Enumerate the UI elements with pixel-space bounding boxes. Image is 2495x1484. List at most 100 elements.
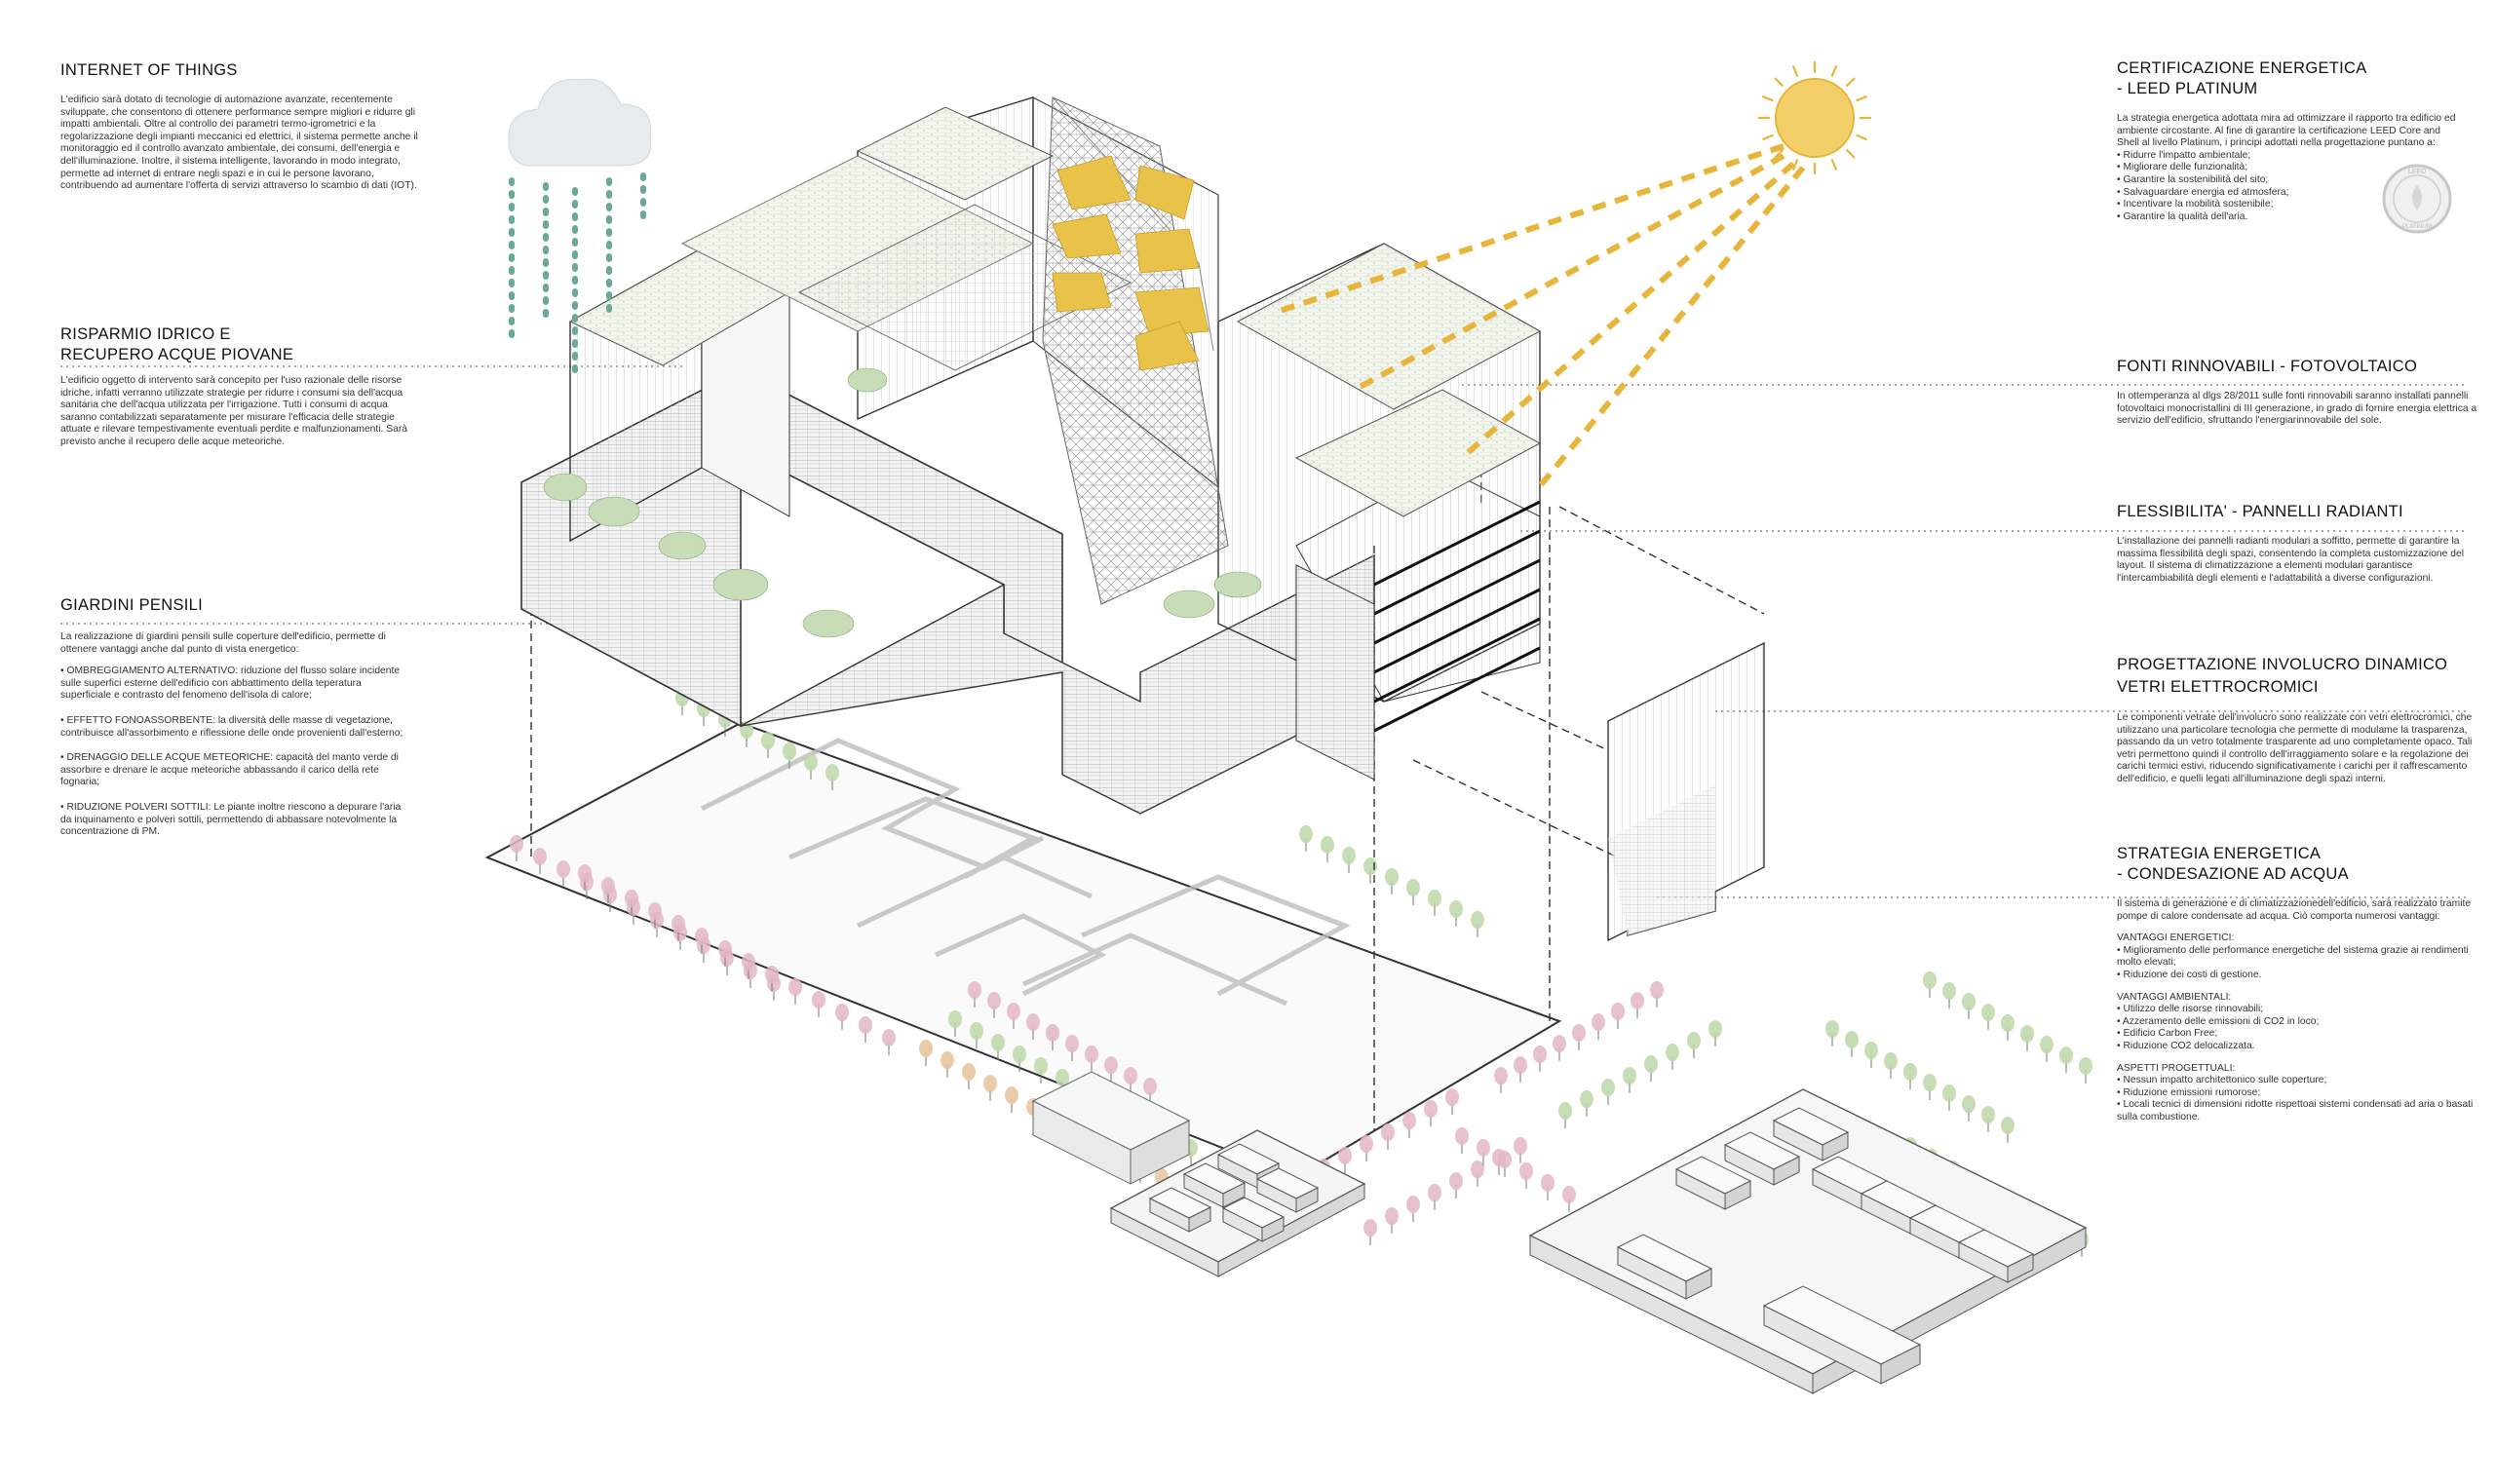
ground-plan: [484, 721, 1562, 1179]
title-line: PROGETTAZIONE INVOLUCRO DINAMICO: [2117, 656, 2448, 673]
tree: [1338, 1147, 1352, 1173]
list-item: Azzeramento delle emissioni di CO2 in lo…: [2117, 1016, 2487, 1029]
rooftop-garden: [543, 367, 1262, 638]
tree: [1085, 1046, 1098, 1072]
tree: [1034, 1057, 1048, 1084]
sun-ray: [1856, 95, 1868, 102]
tree: [1321, 836, 1334, 862]
tree: [578, 864, 592, 891]
section-text: La strategia energetica adottata mira ad…: [2117, 113, 2456, 149]
section-text: La realizzazione di giardini pensili sul…: [60, 631, 386, 655]
tree: [1923, 1074, 1937, 1100]
tree: [783, 742, 796, 769]
list-item: Incentivare la mobilità sostenibile;: [2117, 199, 2487, 211]
tree: [1026, 1013, 1040, 1040]
section-text: L'edificio sarà dotato di tecnologie di …: [60, 95, 418, 192]
subheading: ASPETTI PROGETTUALI:: [2117, 1062, 2236, 1074]
tree: [2001, 1117, 2015, 1143]
title-line: RISPARMIO IDRICO E: [60, 325, 231, 343]
tree: [2059, 1046, 2073, 1073]
tree: [1363, 857, 1377, 884]
tree: [1825, 1020, 1839, 1046]
tree: [1580, 1090, 1593, 1117]
hvac-unit: [1674, 1156, 1752, 1210]
list-item: Miglioramento delle performance energeti…: [2117, 945, 2487, 970]
tree: [1514, 1137, 1527, 1163]
sun: [1276, 61, 1871, 494]
tree: [1845, 1031, 1859, 1057]
tree: [987, 992, 1001, 1018]
section-text: L'installazione dei pannelli radianti mo…: [2117, 536, 2464, 584]
list-item: Riduzione emissioni rumorose;: [2117, 1087, 2487, 1100]
tree: [533, 848, 547, 874]
tree: [1687, 1032, 1701, 1058]
tree: [2020, 1025, 2034, 1051]
tree: [1558, 1102, 1572, 1128]
title-line: - CONDESAZIONE AD ACQUA: [2117, 865, 2349, 883]
tree: [1428, 890, 1441, 916]
tree: [962, 1063, 976, 1089]
sun-ray: [1774, 77, 1785, 88]
list-item: Nessun impatto architettonico sulle cope…: [2117, 1075, 2487, 1087]
garden-benefit: • EFFETTO FONOASSORBENTE: la diversità d…: [60, 714, 403, 739]
design-aspects: Nessun impatto architettonico sulle cope…: [2117, 1075, 2487, 1123]
tree: [1592, 1013, 1605, 1040]
tree: [1708, 1020, 1722, 1046]
section-title: FLESSIBILITA' - PANNELLI RADIANTI: [2117, 503, 2403, 520]
subheading: VANTAGGI AMBIENTALI:: [2117, 991, 2232, 1003]
subheading: VANTAGGI ENERGETICI:: [2117, 932, 2235, 944]
tree: [1962, 993, 1976, 1019]
section-flex: FLESSIBILITA' - PANNELLI RADIANTI L'inst…: [2117, 502, 2487, 594]
tree: [1471, 911, 1484, 937]
tree: [1666, 1044, 1679, 1070]
section-pv: FONTI RINNOVABILI - FOTOVOLTAICO In otte…: [2117, 357, 2487, 438]
sun-ray: [1856, 133, 1868, 141]
sun-ray: [1791, 159, 1799, 171]
tree: [1962, 1095, 1976, 1122]
hvac-unit: [1221, 1197, 1286, 1242]
title-line: CERTIFICAZIONE ENERGETICA: [2117, 59, 2367, 77]
section-title: STRATEGIA ENERGETICA - CONDESAZIONE AD A…: [2117, 844, 2487, 885]
tree: [1514, 1056, 1527, 1083]
tree: [1299, 825, 1313, 852]
garden-benefit: • RIDUZIONE POLVERI SOTTILI: Le piante i…: [60, 801, 402, 838]
tree: [1498, 1151, 1512, 1177]
tree: [804, 753, 818, 780]
tree: [1385, 868, 1399, 894]
main-building: [520, 96, 1542, 815]
section-water: RISPARMIO IDRICO E RECUPERO ACQUE PIOVAN…: [60, 324, 431, 459]
tree: [1046, 1024, 1059, 1050]
tree: [970, 1022, 983, 1048]
section-envelope: PROGETTAZIONE INVOLUCRO DINAMICO VETRI E…: [2117, 654, 2487, 796]
tree: [1406, 879, 1420, 905]
list-item: Salvaguardare energia ed atmosfera;: [2117, 187, 2487, 200]
sun-ray: [1845, 77, 1856, 88]
hvac-unit: [1148, 1187, 1212, 1233]
tree: [1424, 1100, 1438, 1126]
hvac-unit: [1182, 1162, 1247, 1208]
tree: [948, 1010, 962, 1037]
tree: [1402, 1112, 1416, 1138]
tree: [2040, 1036, 2054, 1062]
tree: [765, 966, 779, 992]
title-line: RECUPERO ACQUE PIOVANE: [60, 346, 294, 363]
tree: [2079, 1057, 2092, 1084]
list-item: Locali tecnici di dimensioni ridotte ris…: [2117, 1099, 2487, 1123]
exploded-facade: [1607, 641, 1765, 942]
tree: [968, 981, 981, 1008]
list-item: Garantire la sostenibilità del sito;: [2117, 174, 2487, 187]
tree: [1005, 1086, 1018, 1113]
svg-text:PLATINUM: PLATINUM: [2402, 224, 2432, 230]
energy-advantages: Miglioramento delle performance energeti…: [2117, 945, 2487, 982]
tree: [1494, 1067, 1508, 1093]
list-item: Riduzione CO2 delocalizzata.: [2117, 1041, 2487, 1053]
tree: [1363, 1219, 1377, 1245]
tree: [1449, 1172, 1463, 1199]
tree: [1942, 1084, 1956, 1111]
hvac-unit: [1772, 1107, 1850, 1161]
tree: [1385, 1207, 1399, 1234]
tree: [1533, 1046, 1547, 1072]
tree: [788, 978, 802, 1005]
leed-principles: Ridurre l'impatto ambientale; Migliorare…: [2117, 150, 2487, 224]
section-title: INTERNET OF THINGS: [60, 61, 238, 79]
